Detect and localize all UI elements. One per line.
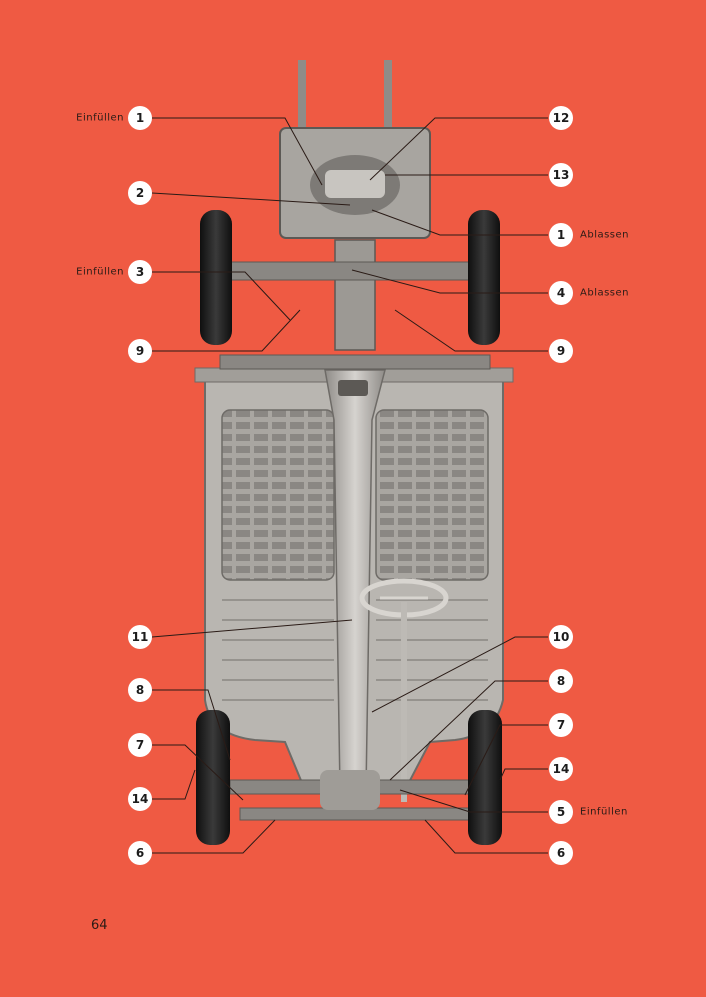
front-axle <box>219 60 491 370</box>
callout-c9-left: 9 <box>128 339 152 363</box>
callout-label-c1-abl: Ablassen <box>580 229 630 241</box>
callout-label-c1-einf: Einfüllen <box>76 112 124 124</box>
callout-c9-right: 9 <box>549 339 573 363</box>
callout-c1-einf: 1 <box>128 106 152 130</box>
front-right-tire <box>468 210 500 345</box>
callout-c3: 3 <box>128 260 152 284</box>
steering-wheel <box>359 578 449 802</box>
page-number: 64 <box>91 918 108 933</box>
callout-c2: 2 <box>128 181 152 205</box>
front-left-tire <box>200 210 232 345</box>
leader-lines <box>151 117 548 854</box>
callout-label-c4: Ablassen <box>580 287 630 299</box>
callout-c5: 5 <box>549 800 573 824</box>
callout-c1-abl: 1 <box>549 223 573 247</box>
callout-c6-left: 6 <box>128 841 152 865</box>
callout-c12: 12 <box>549 106 573 130</box>
rear-left-tire <box>196 710 230 845</box>
callout-c6-right: 6 <box>549 841 573 865</box>
callout-c8-right: 8 <box>549 669 573 693</box>
callout-label-c5: Einfüllen <box>580 806 628 818</box>
callout-label-c3: Einfüllen <box>76 266 124 278</box>
callout-c14-right: 14 <box>549 757 573 781</box>
callout-c7-right: 7 <box>549 713 573 737</box>
rear-axle <box>229 770 481 821</box>
callout-c11: 11 <box>128 625 152 649</box>
callout-c13: 13 <box>549 163 573 187</box>
callout-c10: 10 <box>549 625 573 649</box>
callout-c8-left: 8 <box>128 678 152 702</box>
callout-c7-left: 7 <box>128 733 152 757</box>
rear-right-tire <box>468 710 502 845</box>
callout-c4: 4 <box>549 281 573 305</box>
callout-c14-left: 14 <box>128 787 152 811</box>
